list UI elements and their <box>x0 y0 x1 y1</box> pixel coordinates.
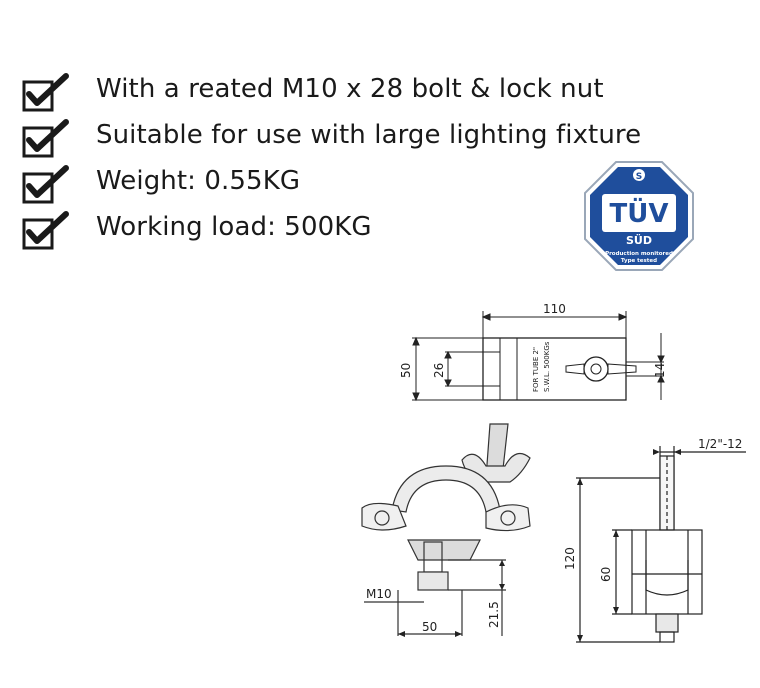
side-dim-m10: M10 <box>366 587 392 601</box>
front-dim-thread: 1/2"-12 <box>698 437 742 451</box>
engraving-line-2: S.W.L. 500KGs <box>543 341 551 392</box>
side-view-drawing <box>361 423 531 636</box>
feature-text: Working load: 500KG <box>96 212 372 242</box>
badge-name: TÜV <box>610 196 669 229</box>
front-dim-120: 120 <box>563 547 577 570</box>
feature-text: Suitable for use with large lighting fix… <box>96 120 642 150</box>
top-dim-14: 14 <box>653 363 667 378</box>
badge-sub: SÜD <box>626 233 652 247</box>
checkbox-checked-icon <box>22 119 69 158</box>
top-dim-50: 50 <box>399 363 413 378</box>
checkbox-checked-icon <box>22 211 69 250</box>
feature-text: Weight: 0.55KG <box>96 166 301 196</box>
top-dim-110: 110 <box>543 302 566 316</box>
tuv-sud-certification-badge: S TÜV SÜD Production monitored Type test… <box>584 161 694 271</box>
svg-text:S: S <box>636 172 642 182</box>
top-view-drawing <box>412 311 665 402</box>
checkbox-checked-icon <box>22 165 69 204</box>
front-view-drawing <box>576 446 746 643</box>
feature-text: With a reated M10 x 28 bolt & lock nut <box>96 74 604 104</box>
side-dim-21-5: 21.5 <box>487 601 501 628</box>
badge-line1: Production monitored <box>605 251 673 257</box>
top-dim-26: 26 <box>432 363 446 378</box>
badge-line2: Type tested <box>621 258 657 264</box>
engraving-line-1: FOR TUBE 2" <box>532 347 540 392</box>
front-dim-60: 60 <box>599 567 613 582</box>
checkbox-checked-icon <box>22 73 69 112</box>
side-dim-50: 50 <box>422 620 437 634</box>
